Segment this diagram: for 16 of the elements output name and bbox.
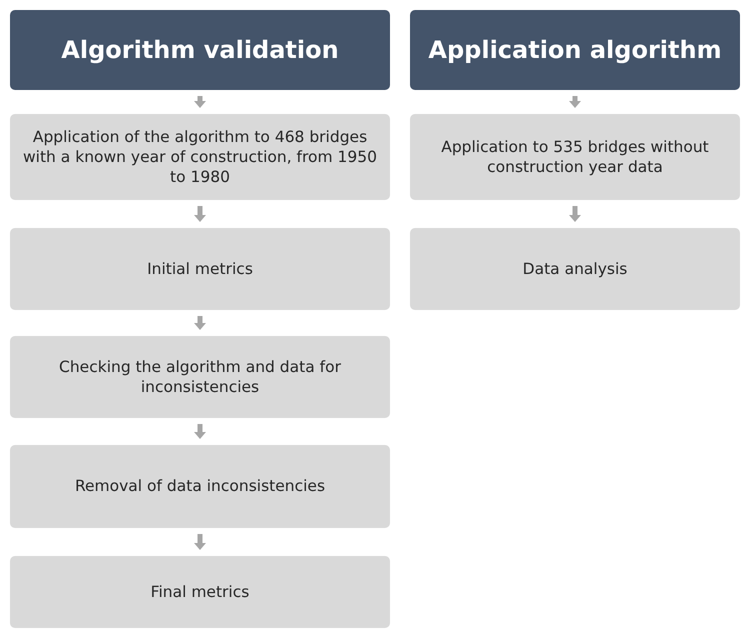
- process-box: Application of the algorithm to 468 bridges with a known year of construction, from 1950 to 1980: [10, 114, 390, 200]
- column-header: Application algorithm: [410, 10, 740, 90]
- arrow: [569, 206, 581, 222]
- arrow: [569, 96, 581, 108]
- arrow: [194, 96, 206, 108]
- process-box: Final metrics: [10, 556, 390, 628]
- arrow: [194, 534, 206, 550]
- arrow: [194, 424, 206, 439]
- process-box: Application to 535 bridges without construction year data: [410, 114, 740, 200]
- column-header: Algorithm validation: [10, 10, 390, 90]
- process-box: Initial metrics: [10, 228, 390, 310]
- process-box: Removal of data inconsistencies: [10, 445, 390, 528]
- process-box: Checking the algorithm and data for inconsistencies: [10, 336, 390, 418]
- arrow: [194, 316, 206, 330]
- process-box: Data analysis: [410, 228, 740, 310]
- arrow: [194, 206, 206, 222]
